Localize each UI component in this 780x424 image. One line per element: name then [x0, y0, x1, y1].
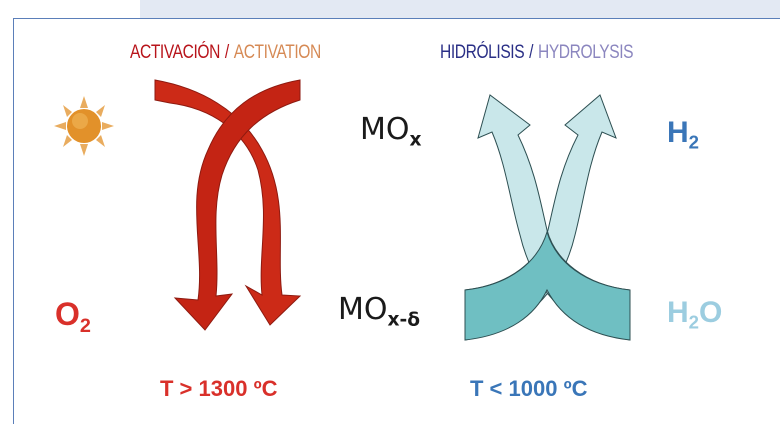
mox-delta-main: MO [338, 292, 388, 327]
mox-subscript: x [409, 129, 422, 151]
hydrolysis-heading-es: HIDRÓLISIS [440, 42, 525, 63]
diagram-frame [13, 18, 780, 424]
o2-label: O2 [55, 296, 91, 338]
mox-main: MO [360, 112, 410, 147]
mox-label: MOx [360, 112, 422, 151]
activation-temperature: T > 1300 ºC [160, 376, 278, 401]
activation-arrow-left-to-right [154, 79, 302, 326]
hydrolysis-heading: HIDRÓLISIS/HYDROLYSIS [440, 42, 634, 64]
mox-delta-label: MOx-δ [338, 292, 420, 331]
h2-main: H [667, 116, 689, 149]
hydrolysis-dark-lower-half [464, 230, 631, 341]
hydrolysis-heading-separator: / [529, 42, 534, 63]
top-band-left [0, 0, 140, 18]
top-band [0, 0, 780, 18]
h2o-o: O [699, 296, 723, 329]
sun-icon [54, 96, 114, 156]
mox-delta-subscript: x-δ [387, 309, 421, 331]
h2-label: H2 [667, 116, 699, 154]
activation-heading-es: ACTIVACIÓN [130, 42, 220, 63]
activation-cross-arrow-icon [154, 79, 302, 331]
h2o-label: H2O [667, 296, 722, 334]
hydrolysis-heading-en: HYDROLYSIS [537, 42, 634, 63]
o2-main: O [55, 296, 80, 332]
activation-heading-separator: / [224, 42, 229, 63]
activation-arrow-right-to-left [173, 79, 301, 331]
h2o-h: H [667, 296, 689, 329]
hydrolysis-temperature: T < 1000 ºC [470, 376, 588, 401]
activation-heading: ACTIVACIÓN/ACTIVATION [130, 42, 321, 64]
hydrolysis-cross-arrow-icon [464, 94, 631, 341]
h2-subscript: 2 [688, 131, 700, 153]
top-band-tint [140, 0, 780, 18]
h2o-subscript: 2 [688, 311, 700, 333]
o2-subscript: 2 [79, 314, 91, 337]
activation-heading-en: ACTIVATION [233, 42, 321, 63]
